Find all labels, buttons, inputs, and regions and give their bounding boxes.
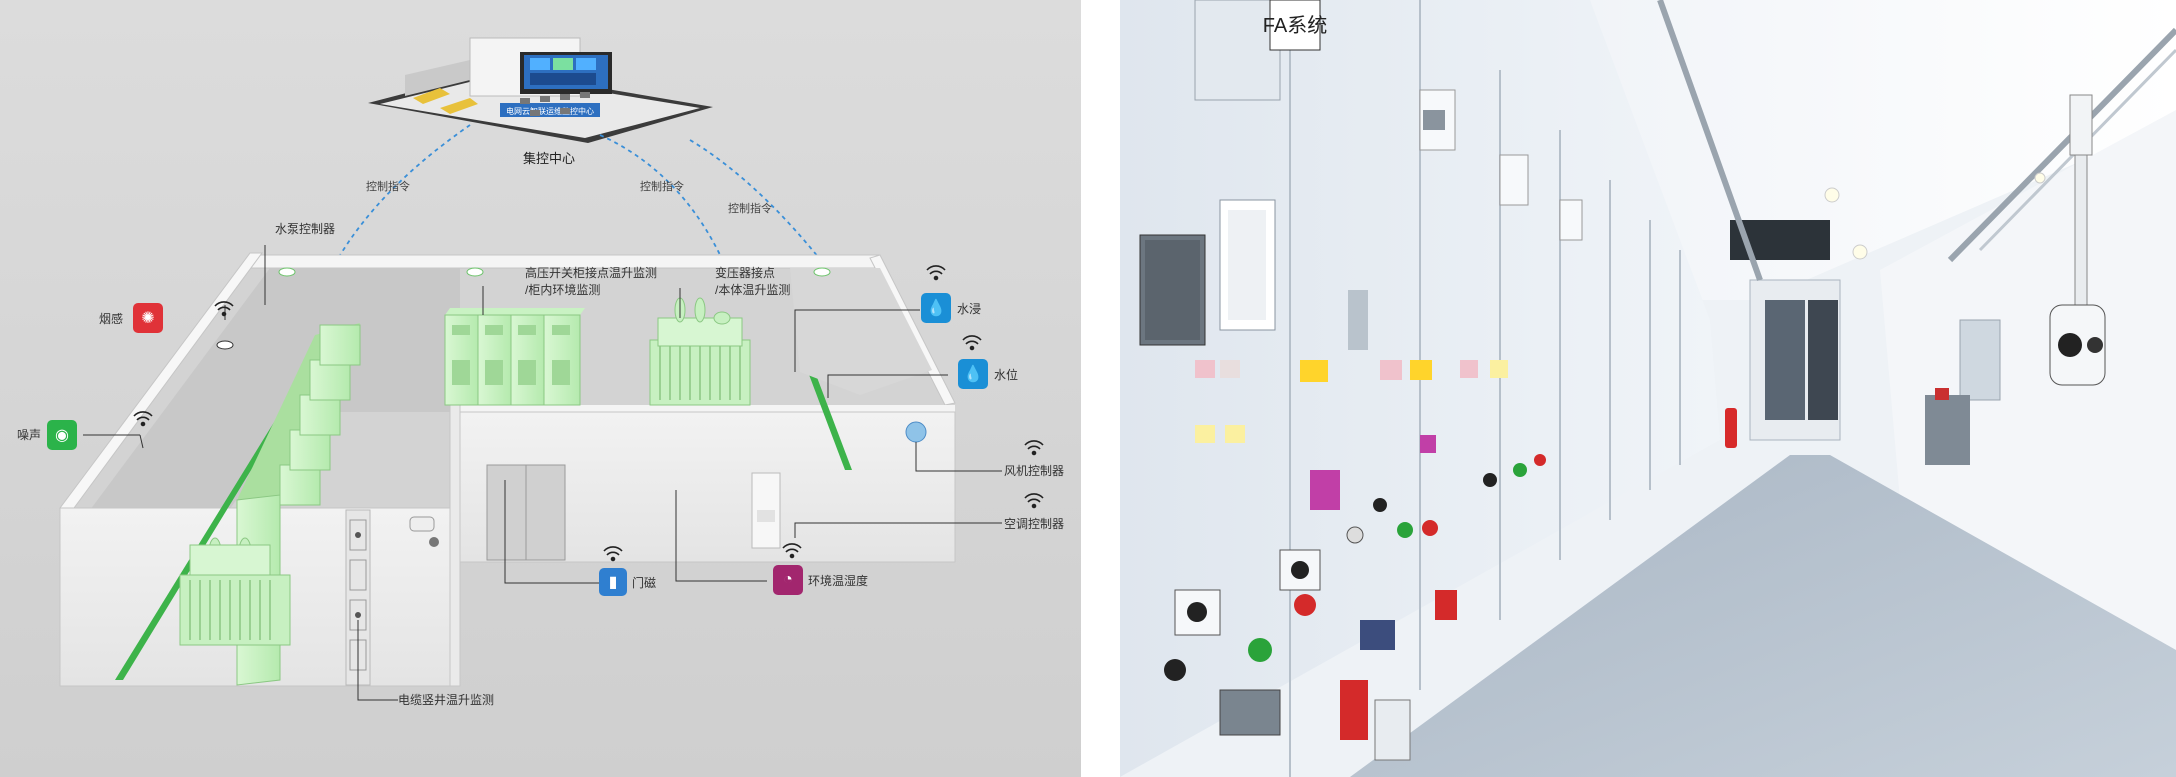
fa-system-sign: FA系统 — [1263, 14, 1327, 37]
switchgear-room-photo: FA系统 — [1120, 0, 2176, 777]
control-center-sign: 电网云智联运维监控中心 — [506, 106, 594, 116]
ac-controller-label: 空调控制器 — [1004, 517, 1065, 531]
water-immersion-label: 水浸 — [957, 302, 982, 316]
control-command-label-3: 控制指令 — [728, 203, 772, 215]
transformer-label: 变压器接点 /本体温升监测 — [715, 265, 790, 299]
control-command-label-1: 控制指令 — [366, 181, 410, 193]
water-level-label: 水位 — [994, 368, 1019, 382]
water-level-icon: 💧 — [958, 359, 988, 389]
transformer-front-left — [179, 537, 291, 646]
diagram-canvas: 电网云智联运维监控中心 — [0, 0, 1081, 777]
control-arrow-3 — [689, 139, 924, 427]
photo-canvas: FA系统 — [1120, 0, 2176, 777]
ceiling-lights — [1824, 172, 2046, 260]
hv-switch-label: 高压开关柜接点温升监测 /柜内环境监测 — [525, 265, 657, 299]
door-magnet-icon: ▮ — [599, 568, 627, 596]
cabinet-displays: FA系统 — [1139, 0, 1583, 350]
camera-device — [409, 516, 439, 547]
side-cabinet — [1925, 395, 1970, 465]
control-command-label-2: 控制指令 — [640, 181, 684, 193]
air-conditioner-unit — [751, 472, 781, 549]
smoke-sensor-icon: ✺ — [133, 303, 163, 333]
side-window — [1959, 319, 2001, 401]
door-magnet-label: 门磁 — [632, 576, 657, 590]
substation-monitoring-diagram: 电网云智联运维监控中心 — [0, 0, 1081, 777]
hv-switch-label-line1: 高压开关柜接点温升监测 — [525, 266, 658, 280]
transformer-label-line2: /本体温升监测 — [715, 283, 791, 297]
room-door — [486, 464, 566, 561]
env-temp-humidity-label: 环境温湿度 — [808, 574, 869, 588]
hv-switch-label-line2: /柜内环境监测 — [525, 283, 601, 297]
fire-extinguisher — [1725, 408, 1737, 448]
cabinet-controls — [1164, 454, 1546, 761]
wall-sensor-discs — [216, 267, 831, 350]
noise-sensor-label: 噪声 — [17, 428, 42, 442]
inspection-robot — [2049, 94, 2106, 386]
floor — [1350, 455, 2176, 777]
cabinet-labels — [1195, 360, 1508, 740]
pump-controller-label: 水泵控制器 — [275, 222, 336, 236]
back-doorway — [1730, 220, 1841, 441]
fan-device — [905, 421, 927, 443]
control-arrow-2 — [599, 134, 771, 468]
fan-controller-label: 风机控制器 — [1004, 464, 1065, 478]
env-temp-humidity-icon: ◔ — [773, 565, 803, 595]
smoke-sensor-label: 烟感 — [99, 312, 124, 326]
hv-switch-cabinets — [444, 308, 585, 406]
leader-lines — [83, 245, 1002, 701]
control-center-label: 集控中心 — [523, 151, 576, 166]
red-device — [1935, 388, 1949, 400]
water-immersion-icon: 💧 — [921, 293, 951, 323]
transformer-label-line1: 变压器接点 — [715, 266, 776, 280]
cable-shaft-label: 电缆竖井温升监测 — [398, 693, 495, 707]
control-center-building: 电网云智联运维监控中心 — [368, 37, 713, 143]
wifi-signals — [133, 265, 1044, 562]
noise-sensor-icon: ◉ — [47, 420, 77, 450]
main-transformer — [649, 297, 751, 406]
